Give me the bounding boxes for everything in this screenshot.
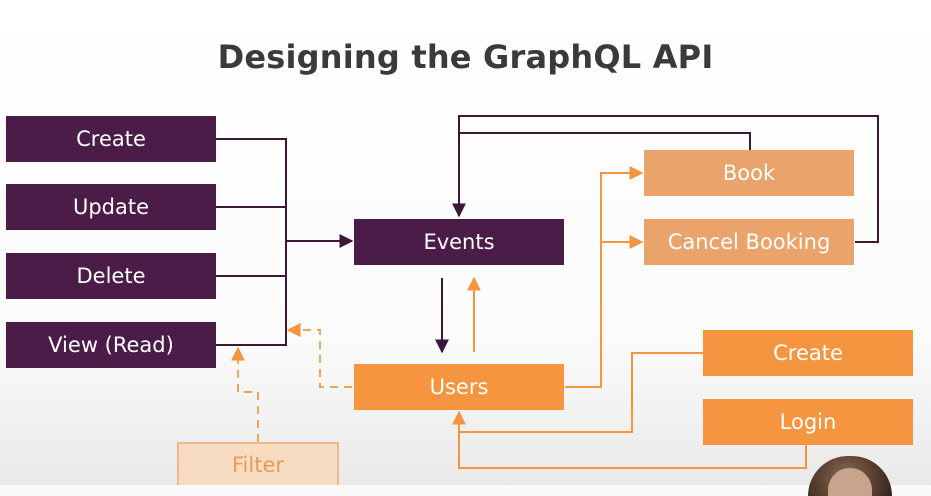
- connector-lines: [216, 115, 879, 469]
- create-user-box: Create: [703, 330, 913, 376]
- view-read-box: View (Read): [6, 322, 216, 368]
- presenter-face: [828, 468, 872, 496]
- update-box: Update: [6, 184, 216, 230]
- cancel-booking-label: Cancel Booking: [667, 230, 831, 254]
- users-box: Users: [354, 364, 564, 410]
- cancel-booking-box: Cancel Booking: [644, 219, 854, 265]
- users-label: Users: [429, 375, 489, 399]
- users-to-view-dashed-arrow: [286, 323, 352, 388]
- create-user-label: Create: [773, 341, 843, 365]
- book-label: Book: [722, 161, 776, 185]
- book-box: Book: [644, 150, 854, 196]
- auth-to-users-lines: [452, 352, 807, 469]
- booking-to-events-lines: [452, 115, 879, 243]
- users-to-booking-lines: [565, 166, 644, 388]
- update-label: Update: [72, 195, 150, 219]
- view-read-label: View (Read): [48, 333, 174, 357]
- filter-label: Filter: [231, 452, 284, 477]
- delete-label: Delete: [76, 264, 146, 288]
- delete-box: Delete: [6, 253, 216, 299]
- create-label: Create: [76, 127, 146, 151]
- create-box: Create: [6, 116, 216, 162]
- crud-to-events-lines: [216, 138, 354, 346]
- slide-title: Designing the GraphQL API: [217, 38, 714, 76]
- login-box: Login: [703, 399, 913, 445]
- events-label: Events: [423, 230, 495, 254]
- filter-box: Filter: [177, 442, 339, 485]
- filter-to-view-dashed-arrow: [231, 346, 259, 442]
- login-label: Login: [779, 410, 837, 434]
- events-box: Events: [354, 219, 564, 265]
